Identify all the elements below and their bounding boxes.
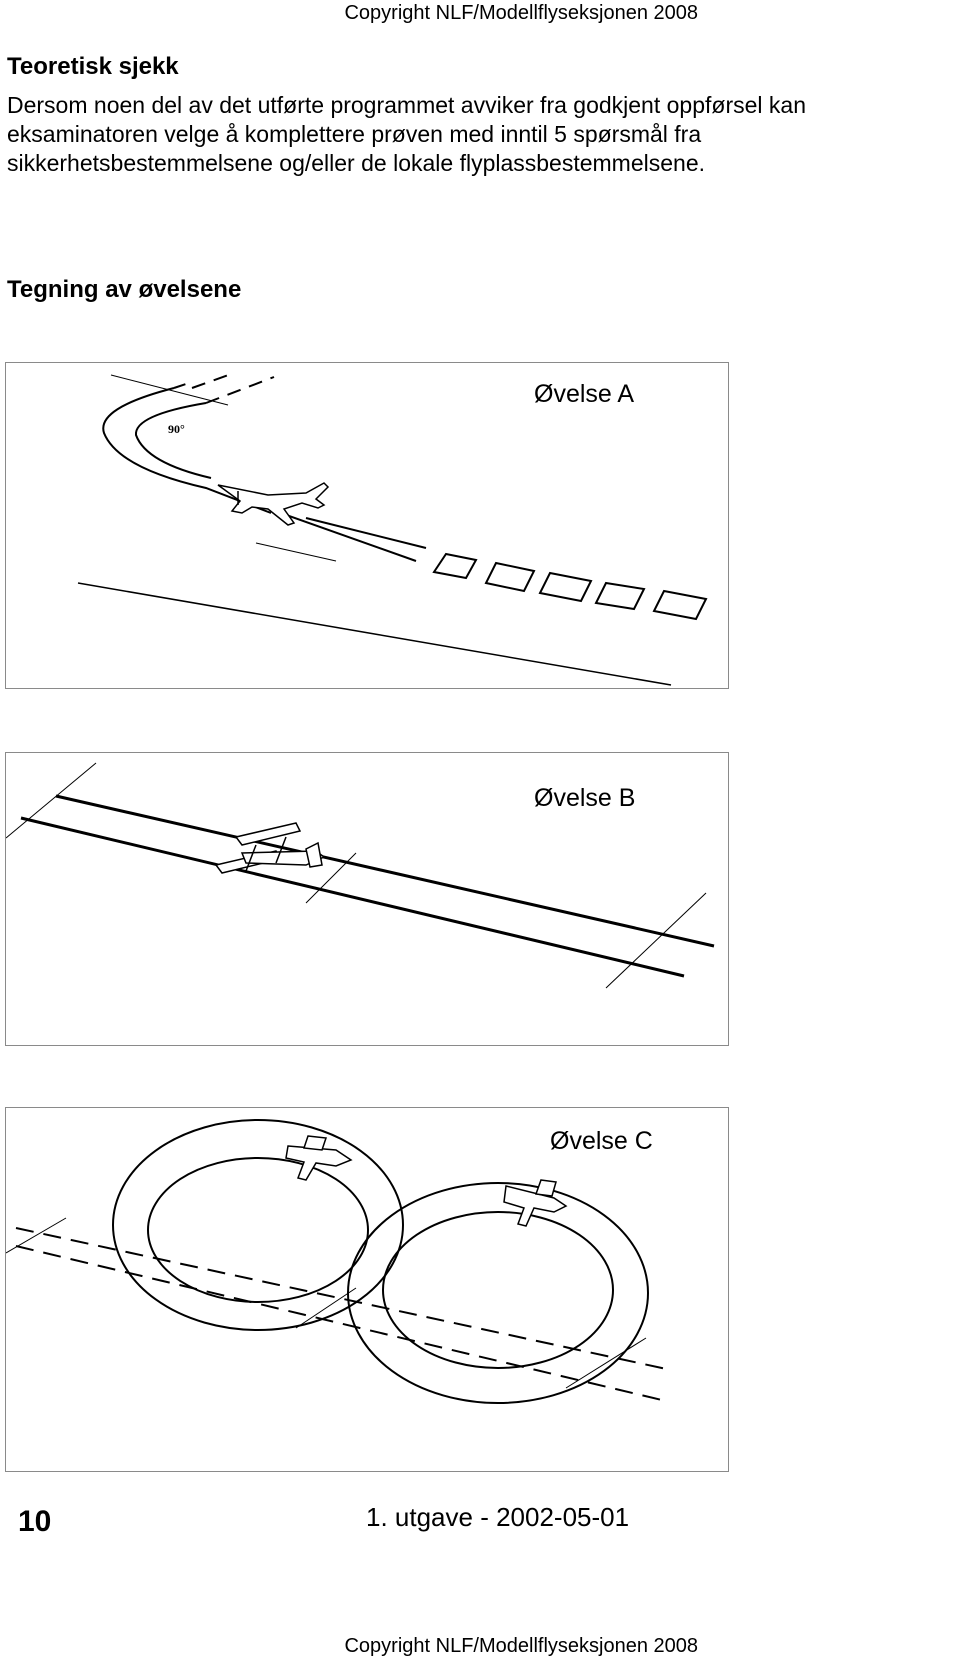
- aircraft-icon: [217, 482, 330, 526]
- target-box-1: [432, 552, 478, 580]
- header-copyright: Copyright NLF/Modellflyseksjonen 2008: [344, 2, 698, 24]
- figure-a-drawing: 90°: [77, 372, 708, 686]
- page-number: 10: [18, 1505, 52, 1538]
- biplane-icon: [214, 822, 326, 874]
- target-box-2: [484, 561, 536, 593]
- aircraft-icon: [503, 1179, 568, 1227]
- edition-date: 1. utgave - 2002-05-01: [366, 1502, 630, 1532]
- target-box-4: [594, 581, 646, 611]
- target-box-5: [652, 589, 708, 621]
- theory-line-3: sikkerhetsbestemmelsene og/eller de loka…: [7, 150, 706, 176]
- figure-ovelse-c: Øvelse C: [5, 1107, 729, 1472]
- figure-c-drawing: [6, 1119, 672, 1404]
- angle-label: 90°: [168, 422, 185, 436]
- target-box-3: [538, 571, 593, 603]
- theory-line-2: eksaminatoren velge å komplettere prøven…: [7, 121, 702, 147]
- figure-ovelse-b: Øvelse B: [5, 752, 729, 1046]
- section-title-theory: Teoretisk sjekk: [7, 53, 179, 80]
- theory-line-1: Dersom noen del av det utførte programme…: [7, 92, 806, 118]
- aircraft-icon: [285, 1135, 353, 1181]
- section-title-drawings: Tegning av øvelsene: [7, 276, 242, 303]
- footer-copyright: Copyright NLF/Modellflyseksjonen 2008: [344, 1635, 698, 1657]
- figure-label-b: Øvelse B: [534, 784, 636, 812]
- theory-paragraph: Dersom noen del av det utførte programme…: [7, 91, 957, 178]
- figure-label-c: Øvelse C: [550, 1127, 653, 1155]
- figure-ovelse-a: 90° Øvelse A: [5, 362, 729, 689]
- figure-label-a: Øvelse A: [534, 380, 635, 408]
- figure-b-drawing: [6, 762, 715, 989]
